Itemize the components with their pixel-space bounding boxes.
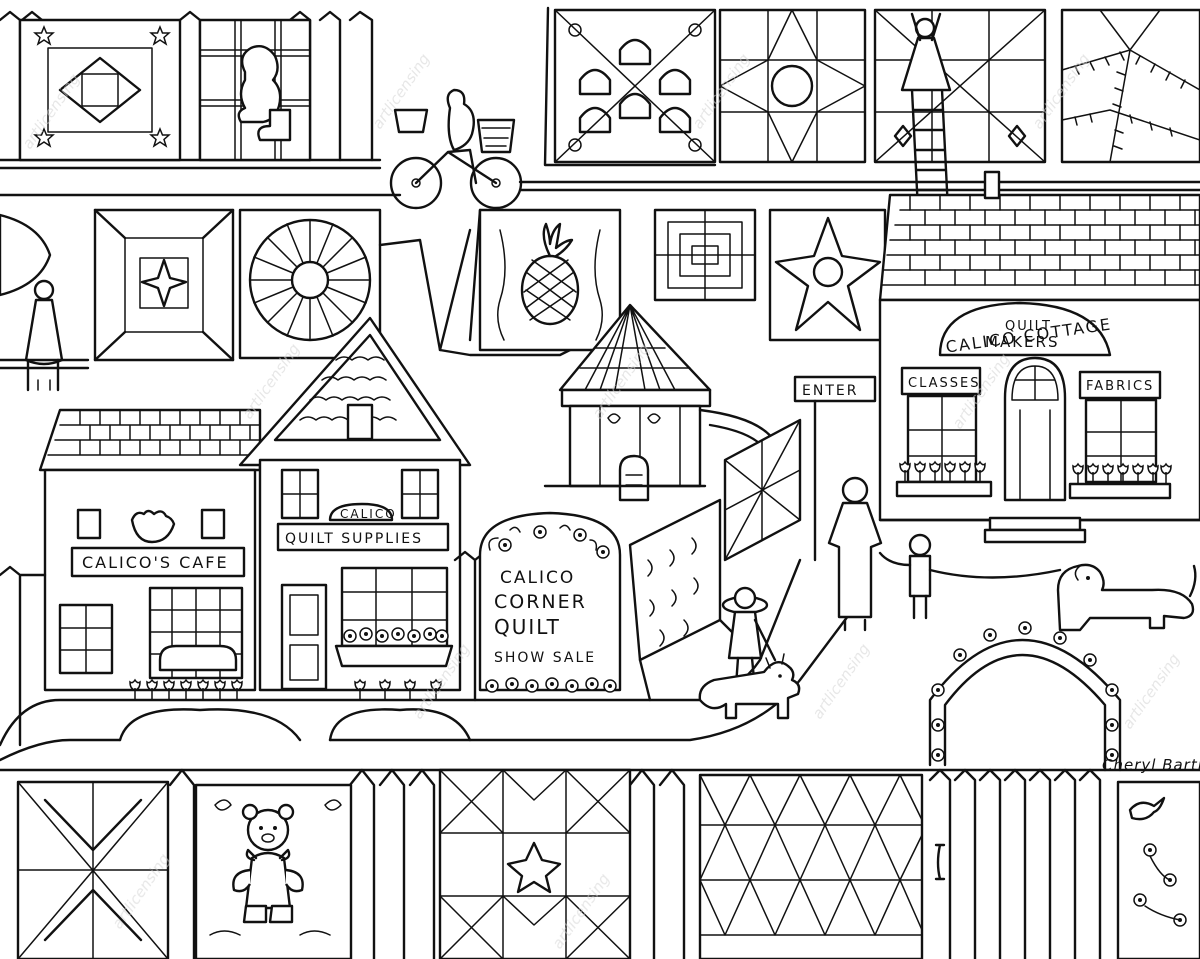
supplies-sign: QUILT SUPPLIES — [285, 531, 423, 547]
watermark-text-9: artlicensing — [809, 640, 874, 722]
girl-with-hat — [721, 586, 777, 702]
woman-on-ladder — [900, 12, 952, 212]
quilt-log-cabin — [653, 208, 757, 302]
cafe-building: CALICO'S CAFE — [38, 408, 262, 701]
dog-lying — [1056, 563, 1197, 632]
quilt-pineapple — [478, 208, 622, 352]
cottage-sign-line2: QUILT — [1005, 319, 1052, 334]
gazebo — [543, 303, 712, 502]
cottage-sign: CALICO COTTAGE QUILT MAKERS — [938, 301, 1113, 357]
quilt-star-sampler — [438, 768, 632, 959]
classes-sign: CLASSES — [908, 376, 980, 391]
mother-figure — [827, 476, 883, 632]
roof-gable-top — [378, 208, 592, 357]
cottage-fabrics-window: FABRICS — [1068, 370, 1172, 500]
supplies-arch-text: CALICO — [340, 507, 397, 521]
watermark-text-10: artlicensing — [1119, 650, 1184, 732]
quilt-sawtooth-star — [16, 780, 170, 959]
quilt-triangles — [698, 773, 924, 959]
cottage-sign-line3: MAKERS — [985, 333, 1059, 351]
show-sale-sign: CALICO CORNER QUILT SHOW SALE — [478, 511, 622, 693]
quilt-baskets — [553, 8, 717, 164]
scottie-dog — [698, 653, 801, 720]
artist-signature: Cheryl Bartley — [1102, 756, 1200, 774]
rose-arch — [928, 621, 1122, 772]
quilt-star-in-frame — [93, 208, 235, 362]
cottage-roof — [878, 170, 1200, 302]
cafe-sign: CALICO'S CAFE — [82, 553, 229, 572]
supplies-building: CALICO QUILT SUPPLIES — [238, 316, 472, 701]
woman-with-apron — [0, 213, 64, 392]
quilt-ohio-star — [718, 8, 867, 164]
delivery-tricycle — [389, 88, 523, 210]
dog-leash — [928, 568, 1062, 579]
quilt-flower-nine-patch — [873, 8, 1047, 164]
show-sign-line2: CORNER — [494, 591, 587, 613]
cottage-classes-window: CLASSES — [895, 366, 993, 498]
quilt-teddy-bear — [194, 783, 353, 959]
show-sign-line3: QUILT — [494, 615, 561, 639]
child-figure — [878, 533, 932, 620]
quilt-plaid-squirrel — [198, 18, 312, 162]
show-sign-line4: SHOW SALE — [494, 650, 596, 666]
enter-sign-text: ENTER — [802, 383, 858, 399]
show-sign-line1: CALICO — [500, 568, 575, 588]
quilt-crazy-patch — [1060, 8, 1200, 164]
fabrics-sign: FABRICS — [1086, 379, 1154, 394]
enter-sign: ENTER — [793, 375, 877, 562]
cottage-door — [983, 356, 1087, 544]
quilt-bird-flowers — [1116, 780, 1200, 959]
quilt-star-corners — [18, 18, 182, 162]
quilt-eight-point-star — [768, 208, 887, 342]
